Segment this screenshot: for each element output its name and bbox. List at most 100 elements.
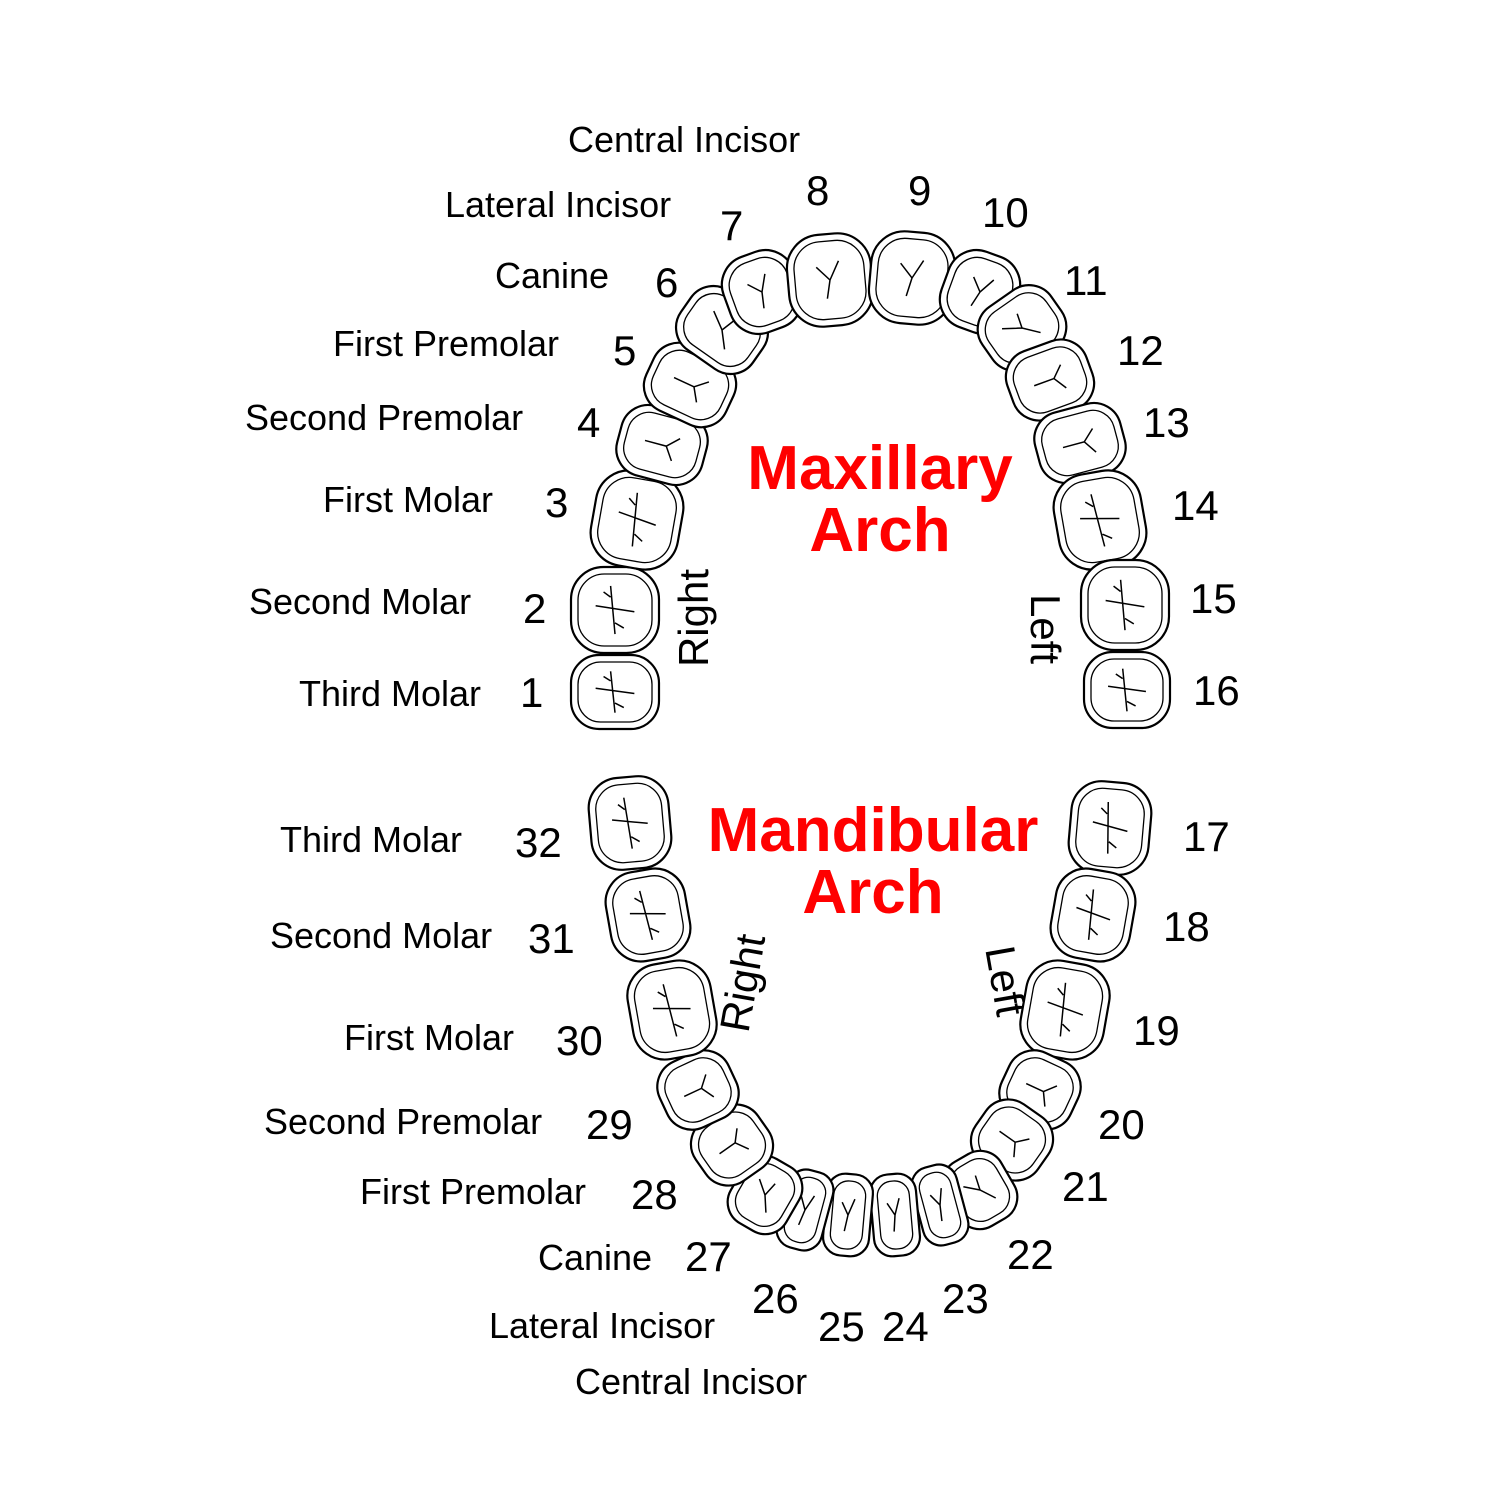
upper-left-side-label: Left — [1022, 593, 1070, 665]
tooth-inner-outline — [595, 782, 665, 864]
tooth-groove — [1062, 428, 1097, 453]
tooth-inner-outline — [1090, 658, 1164, 722]
label-lower-lateral-incisor: Lateral Incisor — [489, 1305, 716, 1346]
tooth-8[interactable] — [784, 231, 876, 330]
label-lower-second-premolar: Second Premolar — [264, 1101, 543, 1142]
tooth-groove — [758, 1178, 776, 1213]
tooth-number-16: 16 — [1193, 667, 1240, 714]
tooth-number-22: 22 — [1007, 1231, 1054, 1278]
tooth-17[interactable] — [1066, 779, 1154, 878]
label-lower-first-premolar: First Premolar — [360, 1171, 587, 1212]
maxillary-arch-title: Maxillary Arch — [680, 438, 1080, 562]
tooth-groove — [644, 438, 681, 462]
tooth-number-26: 26 — [752, 1275, 799, 1322]
tooth-13[interactable] — [1028, 397, 1132, 489]
tooth-number-18: 18 — [1163, 903, 1210, 950]
tooth-outline — [569, 653, 661, 731]
tooth-16[interactable] — [1082, 650, 1172, 730]
tooth-number-17: 17 — [1183, 813, 1230, 860]
mandibular-arch-title: Mandibular Arch — [673, 800, 1073, 924]
tooth-inner-outline — [734, 1162, 796, 1228]
maxillary-title-line2: Arch — [809, 496, 951, 565]
label-upper-central-incisor: Central Incisor — [568, 119, 801, 160]
tooth-inner-outline — [577, 573, 653, 647]
tooth-15[interactable] — [1079, 558, 1171, 652]
tooth-number-8: 8 — [806, 167, 830, 214]
tooth-inner-outline — [876, 1180, 914, 1250]
tooth-inner-outline — [597, 476, 677, 564]
maxillary-title-line1: Maxillary — [747, 434, 1013, 503]
tooth-18[interactable] — [1046, 864, 1140, 967]
tooth-3[interactable] — [585, 465, 688, 575]
tooth-groove — [611, 797, 648, 849]
tooth-23[interactable] — [907, 1160, 972, 1249]
tooth-inner-outline — [1026, 966, 1104, 1054]
tooth-inner-outline — [1012, 346, 1088, 414]
tooth-31[interactable] — [601, 864, 695, 967]
tooth-inner-outline — [577, 661, 653, 723]
tooth-number-14: 14 — [1172, 482, 1219, 529]
tooth-outline — [587, 775, 673, 871]
tooth-number-21: 21 — [1062, 1163, 1109, 1210]
tooth-inner-outline — [664, 1057, 732, 1123]
tooth-groove — [618, 492, 656, 547]
tooth-groove — [629, 890, 666, 941]
tooth-number-19: 19 — [1133, 1007, 1180, 1054]
tooth-number-29: 29 — [586, 1101, 633, 1148]
tooth-number-27: 27 — [685, 1233, 732, 1280]
tooth-groove — [713, 310, 735, 350]
tooth-29[interactable] — [648, 1041, 747, 1138]
tooth-groove — [797, 1195, 816, 1226]
tooth-number-11: 11 — [1064, 257, 1108, 304]
mandibular-title-line1: Mandibular — [707, 796, 1039, 865]
label-lower-canine: Canine — [538, 1237, 653, 1278]
tooth-groove — [1105, 579, 1145, 631]
tooth-groove — [1047, 982, 1084, 1037]
tooth-number-2: 2 — [523, 585, 547, 632]
tooth-number-28: 28 — [631, 1171, 678, 1218]
tooth-groove — [595, 671, 635, 713]
tooth-number-6: 6 — [655, 259, 679, 306]
tooth-outline — [604, 867, 692, 963]
tooth-32[interactable] — [586, 774, 674, 873]
tooth-2[interactable] — [569, 565, 661, 655]
upper-right-side-label: Right — [670, 568, 718, 668]
tooth-number-25: 25 — [818, 1303, 865, 1350]
tooth-groove — [963, 1175, 997, 1199]
tooth-groove — [1080, 494, 1120, 547]
tooth-groove — [652, 984, 691, 1037]
tooth-groove — [970, 276, 995, 307]
tooth-number-5: 5 — [613, 327, 637, 374]
tooth-groove — [683, 1074, 715, 1098]
lower-left-side-label: Left — [976, 942, 1035, 1020]
tooth-1[interactable] — [569, 653, 661, 731]
tooth-inner-outline — [1087, 566, 1163, 644]
tooth-19[interactable] — [1015, 955, 1114, 1064]
tooth-number-10: 10 — [982, 189, 1029, 236]
tooth-groove — [841, 1198, 856, 1232]
tooth-24[interactable] — [868, 1172, 922, 1258]
tooth-number-7: 7 — [720, 202, 744, 249]
tooth-groove — [719, 1128, 750, 1155]
tooth-groove — [1002, 313, 1041, 334]
tooth-number-4: 4 — [577, 399, 601, 446]
tooth-groove — [1025, 1082, 1058, 1107]
tooth-inner-outline — [918, 1171, 962, 1239]
tooth-inner-outline — [793, 239, 867, 321]
tooth-groove — [673, 376, 710, 403]
tooth-inner-outline — [1057, 875, 1129, 955]
tooth-number-23: 23 — [942, 1275, 989, 1322]
tooth-number-15: 15 — [1190, 575, 1237, 622]
tooth-number-20: 20 — [1098, 1101, 1145, 1148]
tooth-outline — [1049, 867, 1137, 963]
label-upper-first-premolar: First Premolar — [333, 323, 560, 364]
tooth-inner-outline — [633, 966, 711, 1054]
tooth-number-24: 24 — [882, 1303, 929, 1350]
mandibular-title-line2: Arch — [802, 858, 944, 927]
tooth-outline — [1082, 650, 1172, 730]
tooth-30[interactable] — [622, 955, 721, 1064]
label-upper-second-premolar: Second Premolar — [245, 397, 524, 438]
tooth-outline — [569, 565, 661, 655]
tooth-number-32: 32 — [515, 819, 562, 866]
